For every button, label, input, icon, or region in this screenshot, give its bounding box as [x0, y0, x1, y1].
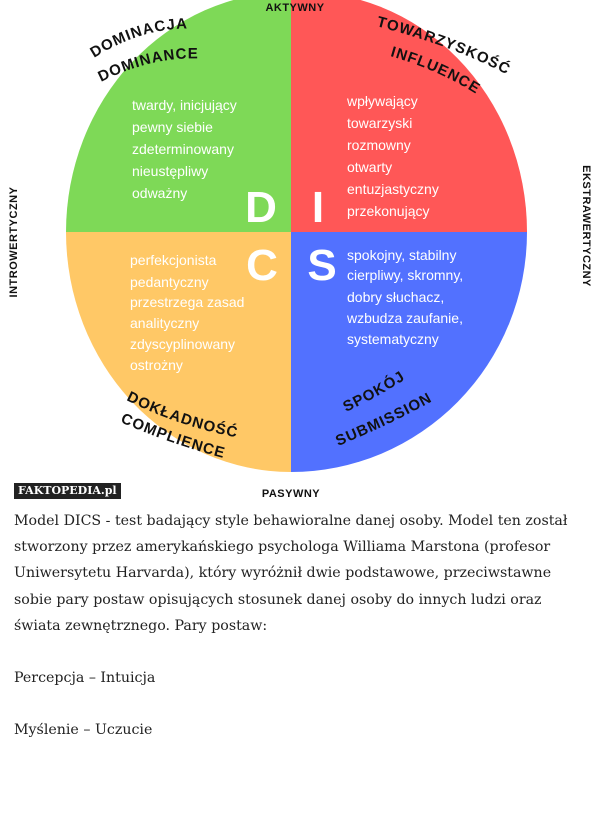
- axis-label-top: AKTYWNY: [265, 2, 324, 14]
- quadrant-i: [291, 0, 528, 232]
- traits-c: perfekcjonista pedantyczny przestrzega z…: [130, 252, 248, 373]
- description-paragraph: Model DICS - test badający style behawio…: [14, 513, 568, 634]
- attitude-pair-2: Myślenie – Uczucie: [14, 722, 153, 739]
- traits-s: spokojny, stabilny cierpliwy, skromny, d…: [346, 247, 467, 347]
- letter-d: D: [245, 183, 277, 232]
- letter-c: C: [246, 241, 278, 290]
- disc-diagram: AKTYWNY PASYWNY INTROWERTYCZNY EKSTRAWER…: [8, 0, 592, 500]
- quadrant-d: [66, 0, 291, 232]
- description: Model DICS - test badający style behawio…: [14, 508, 586, 743]
- quadrant-c: [66, 232, 291, 472]
- attitude-pair-1: Percepcja – Intuicja: [14, 670, 156, 687]
- letter-i: I: [312, 183, 324, 232]
- traits-i: wpływający towarzyski rozmowny otwarty e…: [346, 93, 443, 219]
- axis-label-left: INTROWERTYCZNY: [8, 186, 20, 297]
- letter-s: S: [307, 241, 336, 290]
- traits-d: twardy, inicjujący pewny siebie zdetermi…: [132, 97, 241, 201]
- faktopedia-watermark: FAKTOPEDIA.pl: [14, 483, 121, 499]
- axis-label-bottom: PASYWNY: [262, 488, 320, 500]
- quadrant-s: [291, 232, 527, 472]
- axis-label-right: EKSTRAWERTYCZNY: [580, 165, 592, 287]
